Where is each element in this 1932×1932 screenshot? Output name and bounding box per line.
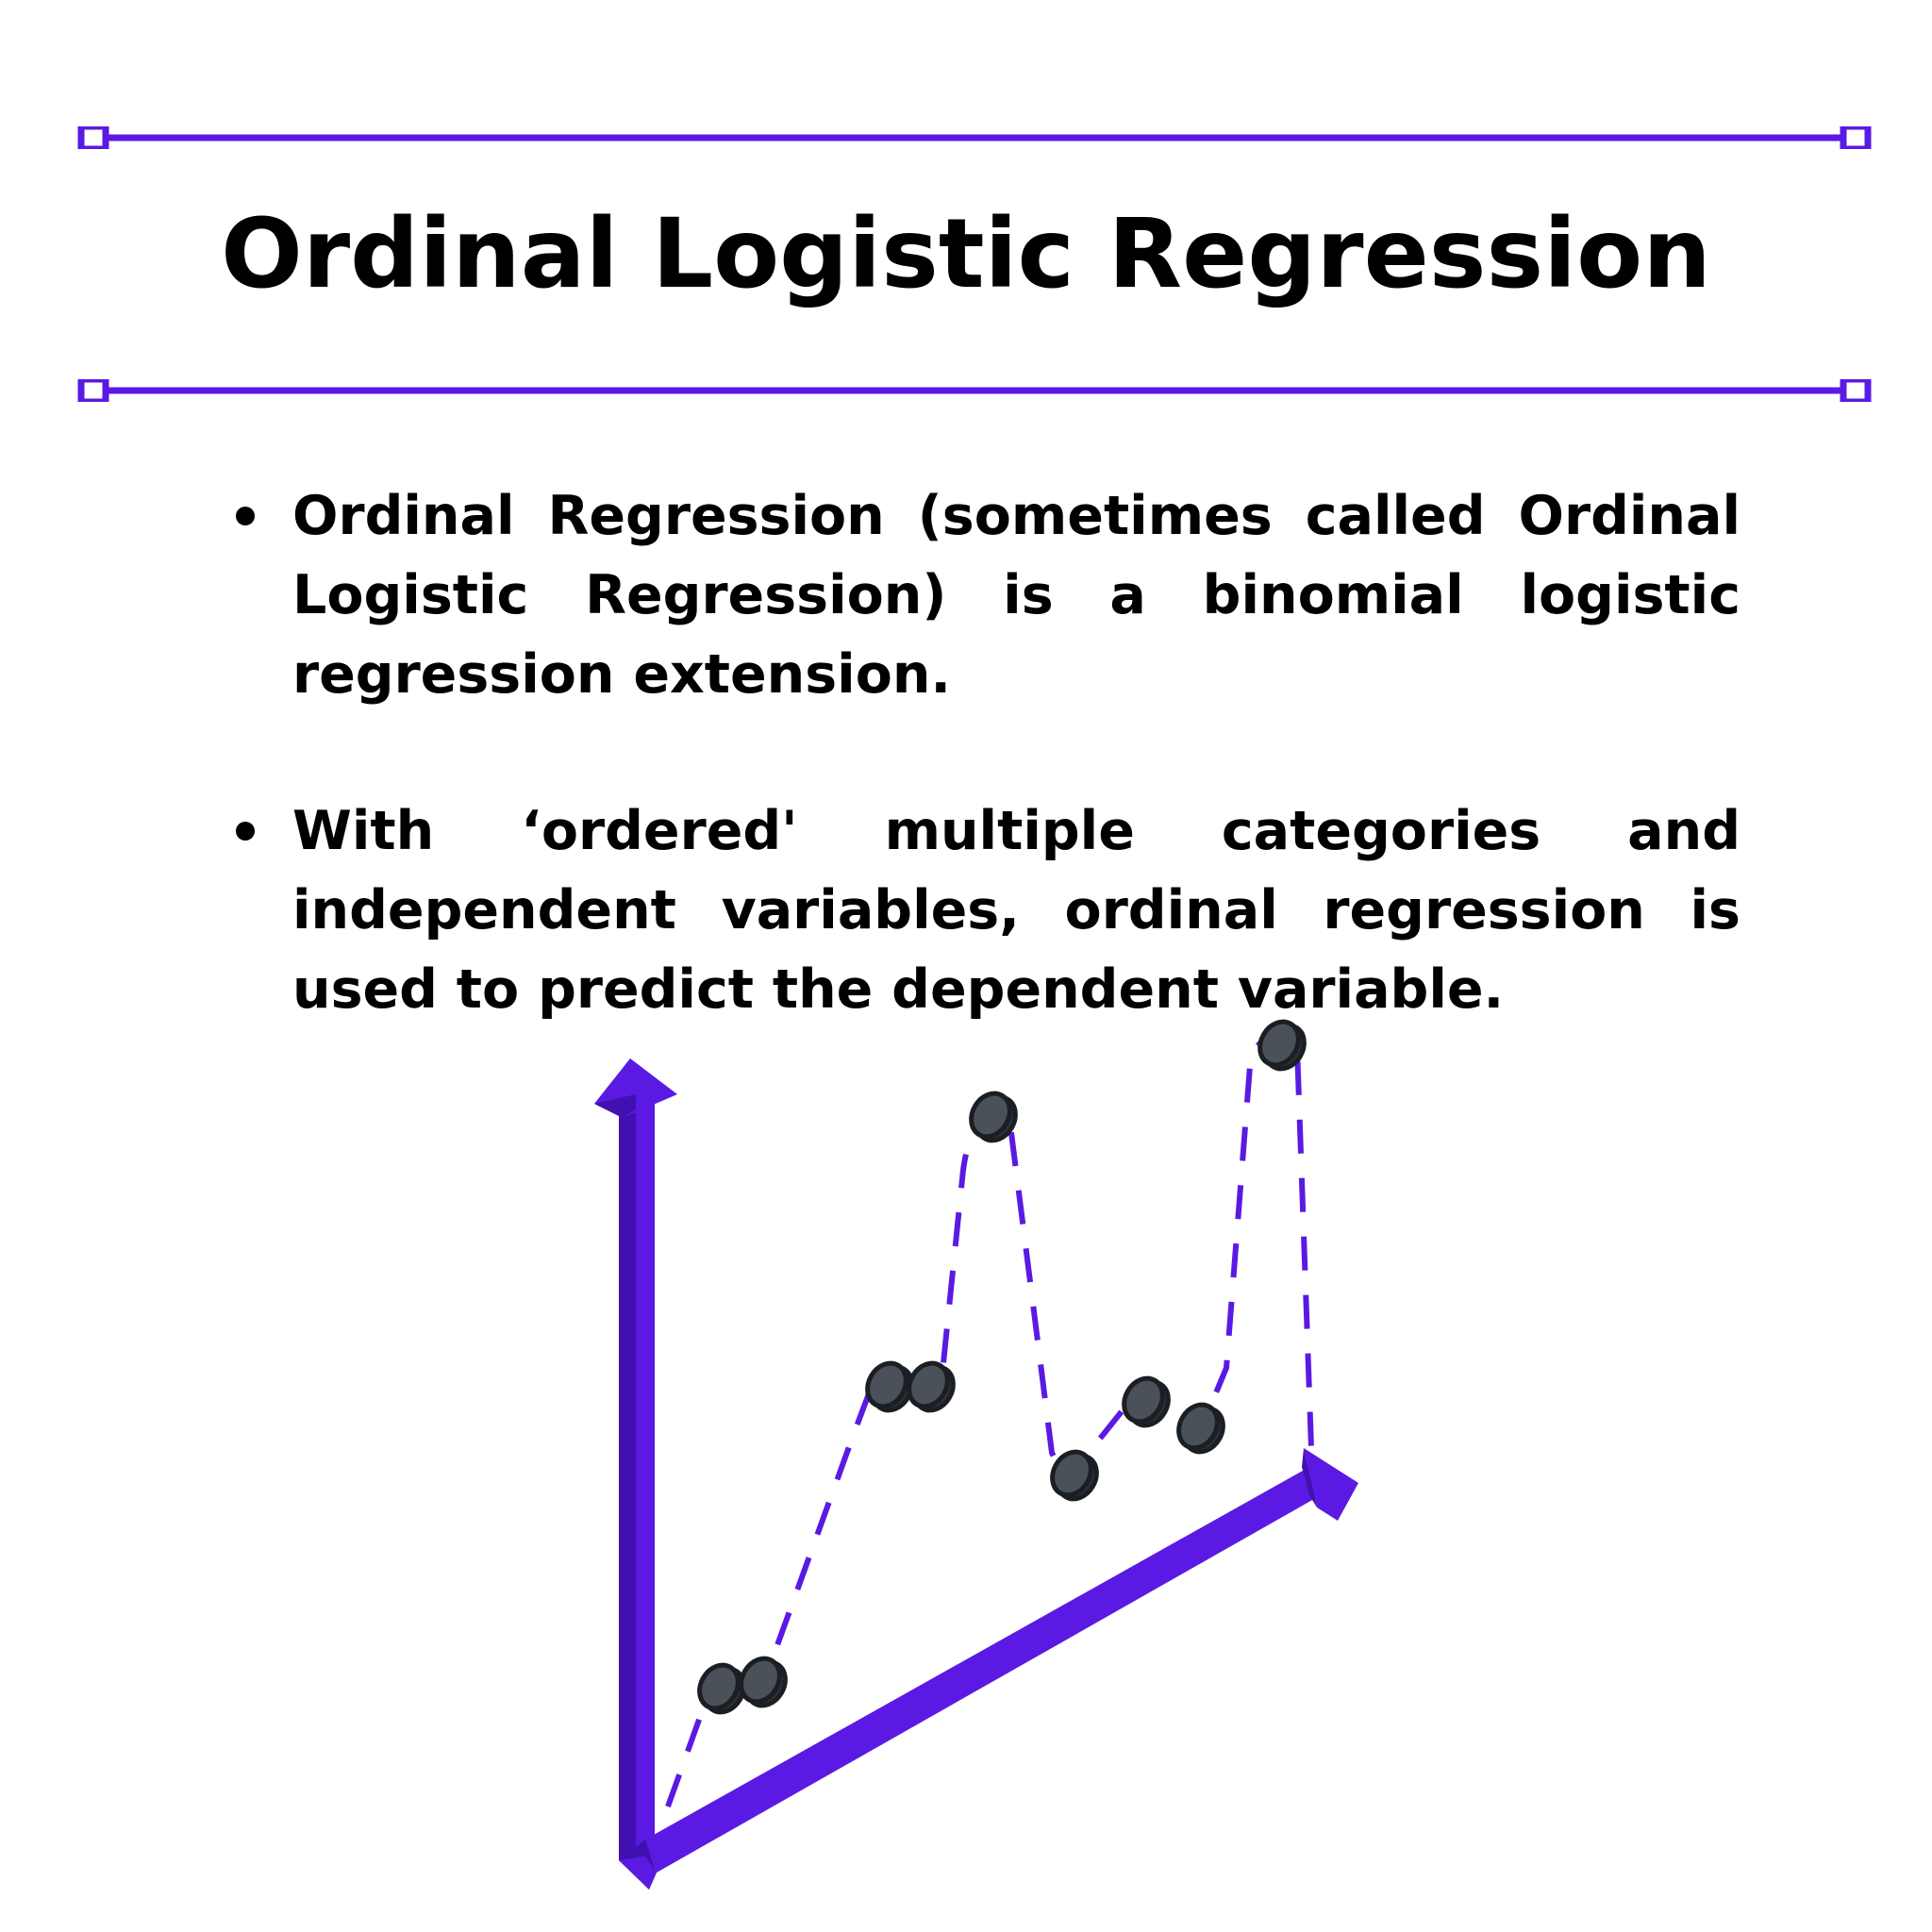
y-axis [594, 1058, 677, 1860]
bullet-item: Ordinal Regression (sometimes called Ord… [236, 476, 1740, 714]
bullet-text: Ordinal Regression (sometimes called Ord… [292, 485, 1740, 706]
bottom-divider [0, 379, 1932, 402]
top-divider [0, 126, 1932, 149]
bullet-dot-icon [236, 822, 255, 841]
divider-left-handle-icon [77, 379, 109, 402]
data-point [1050, 1449, 1099, 1502]
data-point [697, 1662, 746, 1715]
data-points [697, 1019, 1307, 1715]
divider-right-handle-icon [1840, 379, 1872, 402]
data-point [1122, 1375, 1171, 1428]
x-axis-arrow-head-icon [1304, 1448, 1358, 1521]
x-axis [619, 1448, 1358, 1890]
bullet-dot-icon [236, 507, 255, 525]
data-point [739, 1656, 788, 1708]
page-title: Ordinal Logistic Regression [221, 198, 1711, 310]
bullet-item: With ‘ordered' multiple categories and i… [236, 791, 1740, 1029]
dashed-trend-line [665, 1034, 1314, 1808]
data-point [1176, 1402, 1225, 1455]
data-point [907, 1360, 956, 1413]
bullet-text: With ‘ordered' multiple categories and i… [292, 800, 1740, 1021]
divider-right-handle-icon [1840, 126, 1872, 149]
divider-left-handle-icon [77, 126, 109, 149]
bullet-list: Ordinal Regression (sometimes called Ord… [236, 476, 1740, 1107]
data-point [865, 1360, 914, 1413]
